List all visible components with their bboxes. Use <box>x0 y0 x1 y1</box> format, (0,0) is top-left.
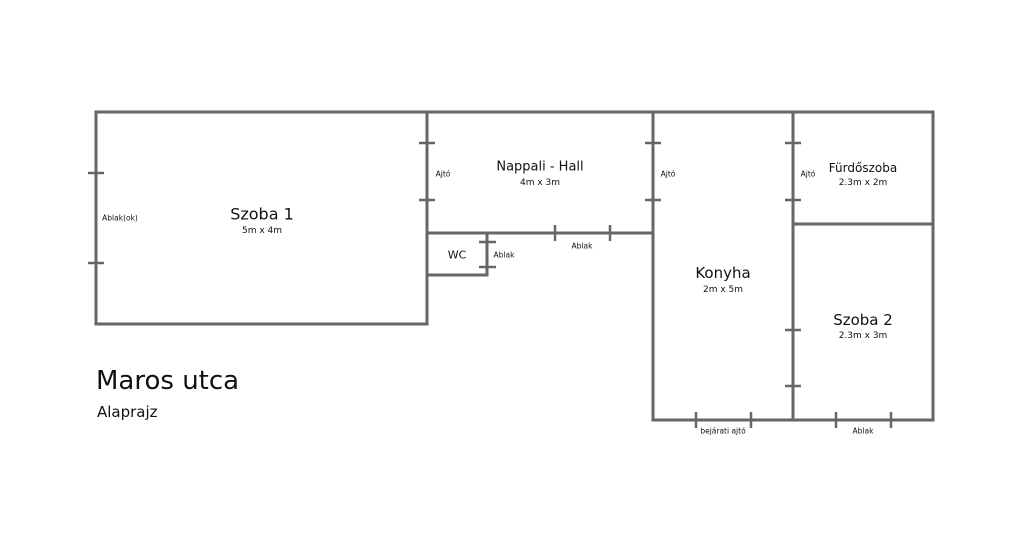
walls <box>94 110 935 422</box>
opening-ticks <box>88 141 893 428</box>
label-szoba2-ablak: Ablak <box>852 426 874 436</box>
room-name-szoba1: Szoba 1 <box>230 204 294 224</box>
room-name-wc: WC <box>447 248 467 262</box>
room-size-konyha: 2m x 5m <box>702 285 744 295</box>
room-name-nappali: Nappali - Hall <box>496 159 584 175</box>
label-ajto-konyha: Ajtó <box>660 169 676 179</box>
label-wc-ablak: Ablak <box>493 250 515 260</box>
label-nappali-ablak: Ablak <box>571 241 593 251</box>
szoba1-walls <box>94 110 429 326</box>
room-size-szoba2: 2.3m x 3m <box>838 331 888 341</box>
label-bejarati-ajto: bejárati ajtó <box>700 426 746 436</box>
plan-subtitle: Alaprajz <box>97 403 158 421</box>
label-ablakok: Ablak(ok) <box>102 213 138 223</box>
room-size-furdo: 2.3m x 2m <box>838 178 888 188</box>
room-name-konyha: Konyha <box>695 264 751 282</box>
room-size-nappali: 4m x 3m <box>519 178 561 188</box>
room-name-furdo: Fürdőszoba <box>828 161 898 175</box>
label-ajto-furdo: Ajtó <box>800 169 816 179</box>
room-name-szoba2: Szoba 2 <box>833 311 893 329</box>
plan-title: Maros utca <box>96 366 240 396</box>
label-ajto-nappali: Ajtó <box>435 169 451 179</box>
room-size-szoba1: 5m x 4m <box>241 226 283 236</box>
